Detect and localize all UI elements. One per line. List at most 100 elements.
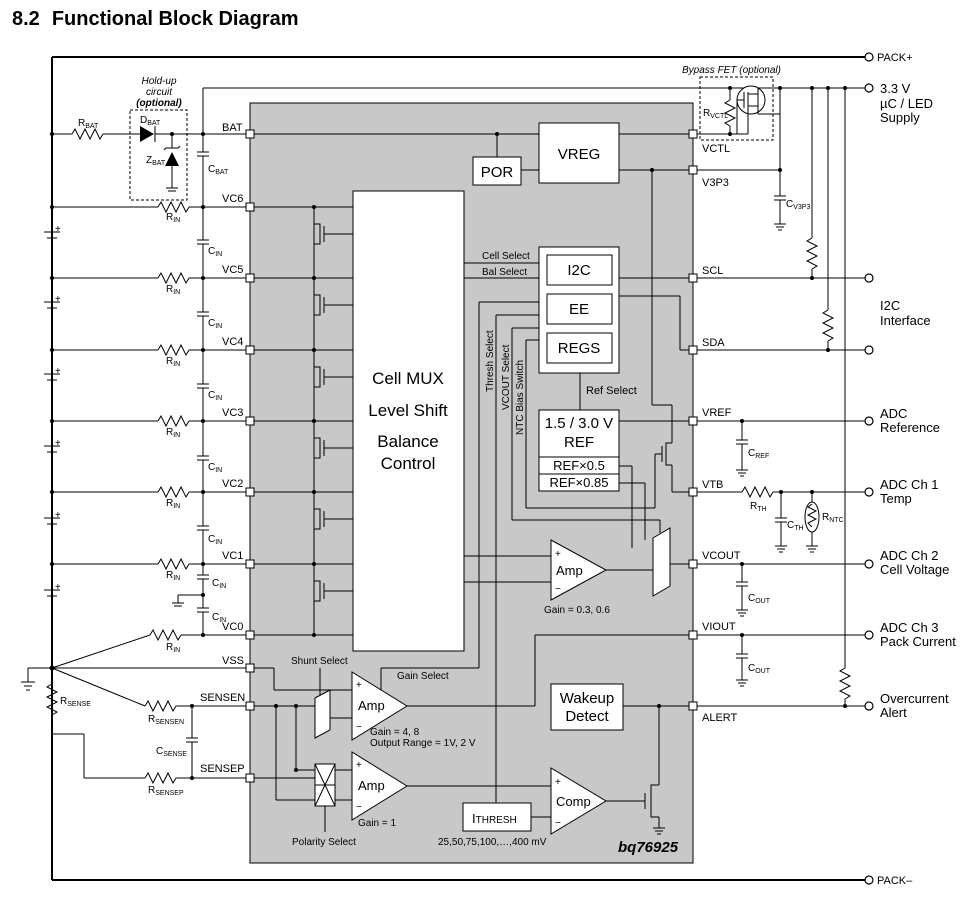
cout-capacitor: COUT [736,633,771,687]
svg-text:−: − [555,584,561,595]
holdup-circuit: Hold-up circuit (optional) DBAT ZBAT [129,76,250,201]
supply-label-1: 3.3 V [880,81,911,96]
pin-vc3[interactable] [245,416,255,426]
svg-text:−: − [356,802,362,813]
ntc-bias-label: NTC Bias Switch [515,360,526,435]
battery-stack: + + + + + + [44,57,61,671]
pack-minus-terminal[interactable] [864,875,874,885]
pin-vtb[interactable] [688,487,698,497]
unity-amp-label: Amp [358,778,385,793]
cell-mux-line-4: Control [381,454,436,473]
balance-fet-icon [314,437,353,459]
adc-ch2-terminal[interactable] [864,559,874,569]
pin-bat[interactable] [245,129,255,139]
pin-vc6[interactable] [245,202,255,212]
bal-select-label: Bal Select [482,267,527,278]
ithresh-label: ITHRESH [472,811,517,826]
pin-vc4[interactable] [245,345,255,355]
pack-plus-terminal[interactable] [864,52,874,62]
pin-vc5-label: VC5 [222,264,243,276]
vcout-mux [652,527,671,597]
pin-alert[interactable] [688,701,698,711]
svg-text:RBAT: RBAT [78,118,99,130]
pin-scl-label: SCL [702,265,723,277]
supply-terminal[interactable] [864,83,874,93]
pin-vref[interactable] [688,416,698,426]
current-amp [351,671,408,741]
current-amp-label: Amp [358,698,385,713]
wakeup-line-1: Wakeup [560,690,614,707]
zener-icon [165,152,179,166]
adc-ch1-terminal[interactable] [864,487,874,497]
adc-ref-terminal[interactable] [864,416,874,426]
rbat-resistor: RBAT [50,118,140,141]
rin-resistor: RIN [52,343,250,368]
adc-ch3-label-2: Pack Current [880,634,956,649]
pin-sensep[interactable] [245,773,255,783]
cin-capacitor: CIN [197,350,222,421]
pin-vtb-label: VTB [702,479,723,491]
thresh-select-label: Thresh Select [485,330,496,392]
pin-vc0-label: VC0 [222,621,243,633]
adc-ch3-terminal[interactable] [864,630,874,640]
pin-sensep-label: SENSEP [200,763,245,775]
shunt-select-label: Shunt Select [291,656,348,667]
ground-icon [21,667,52,691]
section-title: Functional Block Diagram [51,8,299,30]
i2c-block [546,254,613,286]
rin-resistor: RIN [51,628,250,669]
svg-text:RSENSEP: RSENSEP [148,785,184,797]
cell-select-label: Cell Select [482,251,530,262]
pin-vc0[interactable] [245,630,255,640]
ref-block [538,409,620,458]
rin-resistor: RIN [52,557,250,582]
adc-ch1-label-2: Temp [880,491,912,506]
pin-scl[interactable] [688,273,698,283]
adc-ch2-label-1: ADC Ch 2 [880,548,939,563]
pin-sensen[interactable] [245,701,255,711]
balance-fet-icon [314,294,353,316]
vreg-label: VREG [558,146,601,163]
rin-resistor: RIN [52,271,250,296]
pack-minus-rail: PACK– [51,668,913,887]
vcout-amp-label: Amp [556,563,583,578]
pin-vc1[interactable] [245,559,255,569]
cth-capacitor: CTH [775,490,804,553]
por-block [472,156,522,186]
cell-mux-line-3: Balance [377,432,438,451]
pin-vctl[interactable] [688,129,698,139]
pin-v3p3[interactable] [688,165,698,175]
adc-ch1-label-1: ADC Ch 1 [880,477,939,492]
cell-mux-block [352,190,465,652]
ntc-bias-fet-icon [654,442,672,508]
pin-vc5[interactable] [245,273,255,283]
pin-vc2-label: VC2 [222,478,243,490]
vreg-block [538,122,620,184]
por-label: POR [481,164,514,181]
pin-sda[interactable] [688,345,698,355]
svg-text:RIN: RIN [166,427,180,439]
pin-vss[interactable] [245,663,255,673]
regs-label: REGS [558,340,601,357]
svg-text:CV3P3: CV3P3 [786,199,810,211]
sda-terminal[interactable] [864,345,874,355]
svg-text:COUT: COUT [748,663,771,675]
pin-viout[interactable] [688,630,698,640]
overcurrent-label-1: Overcurrent [880,691,949,706]
pin-vc2[interactable] [245,487,255,497]
ee-label: EE [569,301,589,318]
adc-ref-label-2: Reference [880,420,940,435]
polarity-select-label: Polarity Select [292,837,356,848]
holdup-label-1: Hold-up [141,76,176,87]
pin-vc3-label: VC3 [222,407,243,419]
output-range-label: Output Range = 1V, 2 V [370,738,476,749]
left-pins: BAT VC6 VC5 VC4 VC3 VC2 VC1 VC0 VSS SENS… [200,122,255,783]
ref-line-2: REF [564,434,594,451]
cin-capacitor: CIN [197,492,222,564]
scl-terminal[interactable] [864,273,874,283]
overcurrent-terminal[interactable] [864,701,874,711]
gain-unity-label: Gain = 1 [358,818,397,829]
pin-vcout[interactable] [688,559,698,569]
